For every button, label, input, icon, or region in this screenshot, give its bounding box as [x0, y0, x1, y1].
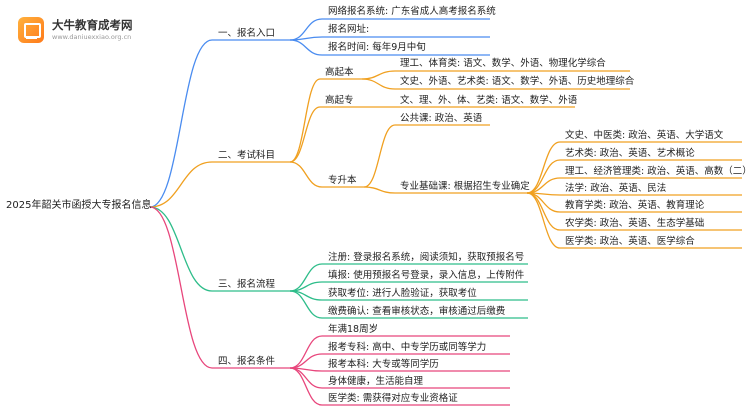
connector-gqz: [289, 106, 321, 163]
connector-entry-item: [289, 39, 323, 56]
condition-bachelor: 报考本科: 大专或等同学历: [328, 359, 439, 370]
connector-entry-item: [289, 36, 323, 41]
major-law: 法学: 政治、英语、民法: [565, 183, 667, 194]
connector-root-entry: [149, 39, 213, 208]
connector-gqb: [289, 78, 321, 163]
connector-condition-item: [289, 353, 323, 369]
connector-process-item: [289, 290, 323, 319]
zsb-major: 专业基础课: 根据招生专业确定: [400, 181, 530, 192]
connector-root-conditions: [149, 206, 213, 369]
logo-title: 大牛教育成考网: [52, 18, 133, 32]
logo-book-icon: [18, 17, 44, 43]
process-seat: 获取考位: 进行人脸验证，获取考位: [328, 288, 477, 299]
connector-condition-item: [289, 367, 323, 406]
connector-root-subjects: [149, 161, 213, 208]
major-art: 艺术类: 政治、英语、艺术概论: [565, 148, 695, 159]
process-fill: 填报: 使用预报名号登录，录入信息，上传附件: [328, 270, 525, 281]
condition-medical: 医学类: 需获得对应专业资格证: [328, 393, 458, 404]
gqz-subjects: 文、理、外、体、艺类: 语文、数学、外语: [400, 95, 578, 106]
entry-system: 网络报名系统: 广东省成人高考报名系统: [328, 6, 496, 17]
connector-major-item: [526, 192, 561, 249]
branch-process: 三、报名流程: [218, 279, 276, 290]
branch-subjects: 二、考试科目: [218, 150, 276, 161]
gqb-science: 理工、体育类: 语文、数学、外语、物理化学综合: [400, 58, 606, 69]
logo-url: www.daniuexxiao.org.cn: [52, 33, 132, 41]
condition-junior-college: 报考专科: 高中、中专学历或同等学力: [328, 342, 487, 353]
entry-url: 报名网址:: [328, 24, 370, 35]
branch-conditions: 四、报名条件: [218, 356, 276, 367]
process-payment: 缴费确认: 查看审核状态，审核通过后缴费: [328, 306, 506, 317]
major-wenshi: 文史、中医类: 政治、英语、大学语文: [565, 130, 724, 141]
connector-zsb-major: [363, 186, 396, 194]
major-science-econ: 理工、经济管理类: 政治、英语、高数（二）: [565, 166, 750, 177]
entry-time: 报名时间: 每年9月中旬: [328, 42, 426, 53]
connector-gqb-item: [361, 78, 396, 90]
major-agriculture: 农学类: 政治、英语、生态学基础: [565, 218, 705, 229]
gqb-arts: 文史、外语、艺术类: 语文、数学、外语、历史地理综合: [400, 76, 635, 87]
process-register: 注册: 登录报名系统，阅读须知，获取预报名号: [328, 252, 525, 263]
connector-gqb-item: [361, 70, 396, 80]
mindmap-root: 2025年韶关市函授大专报名信息: [6, 200, 152, 211]
brand-logo: 大牛教育成考网 www.daniuexxiao.org.cn: [14, 14, 164, 48]
connector-zsb-public: [363, 124, 396, 188]
connector-major-item: [526, 159, 561, 194]
zsb-public: 公共课: 政治、英语: [400, 113, 483, 124]
subjects-gqb: 高起本: [325, 67, 354, 78]
subjects-gqz: 高起专: [325, 95, 354, 106]
connector-major-item: [526, 192, 561, 213]
condition-age: 年满18周岁: [328, 324, 379, 335]
branch-entry: 一、报名入口: [218, 28, 276, 39]
connector-root-process: [149, 206, 213, 292]
major-education: 教育学类: 政治、英语、教育理论: [565, 200, 705, 211]
connector-zsb: [289, 161, 323, 188]
subjects-zsb: 专升本: [328, 175, 357, 186]
major-medicine: 医学类: 政治、英语、医学综合: [565, 236, 695, 247]
condition-health: 身体健康，生活能自理: [328, 376, 424, 387]
connector-condition-item: [289, 335, 323, 369]
